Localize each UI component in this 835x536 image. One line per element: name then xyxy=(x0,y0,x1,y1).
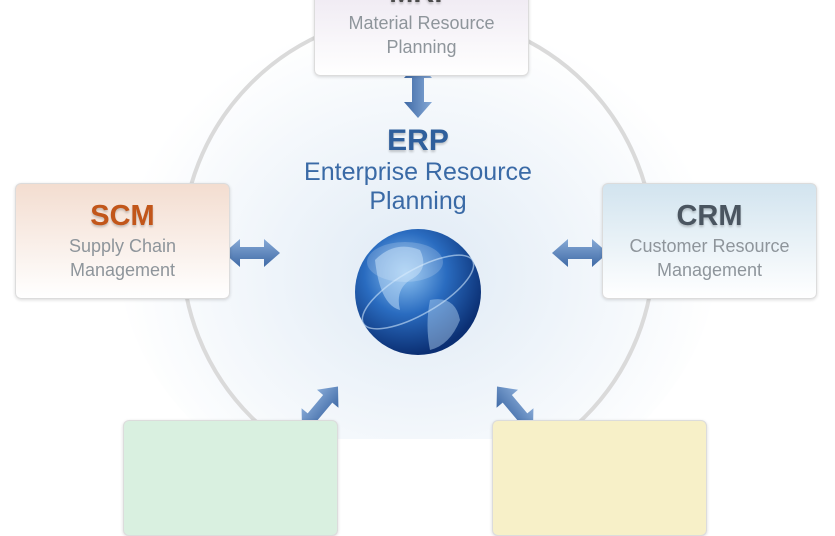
module-line1: Supply Chain xyxy=(68,236,177,256)
module-line2: Management xyxy=(69,260,176,280)
globe-icon xyxy=(355,229,481,355)
module-bottom-left xyxy=(123,420,338,536)
module-line1: Material Resource xyxy=(348,13,495,33)
erp-subtitle-line1: Enterprise Resource xyxy=(304,158,532,186)
module-title: CRM xyxy=(676,200,743,232)
module-line1: Customer Resource xyxy=(629,236,790,256)
erp-subtitle: Enterprise Resource Planning xyxy=(268,158,568,216)
erp-subtitle-line2: Planning xyxy=(369,187,467,215)
background-glow xyxy=(118,0,718,439)
module-title: MRP xyxy=(315,0,528,10)
module-title: SCM xyxy=(90,200,155,232)
module-scm: SCM Supply Chain Management xyxy=(15,183,230,299)
module-mrp: MRP Material Resource Planning xyxy=(314,0,529,76)
erp-center: ERP Enterprise Resource Planning xyxy=(268,124,568,216)
module-line2: Management xyxy=(656,260,763,280)
module-bottom-right xyxy=(492,420,707,536)
erp-title: ERP xyxy=(387,124,449,157)
module-line2: Planning xyxy=(386,37,457,57)
module-crm: CRM Customer Resource Management xyxy=(602,183,817,299)
